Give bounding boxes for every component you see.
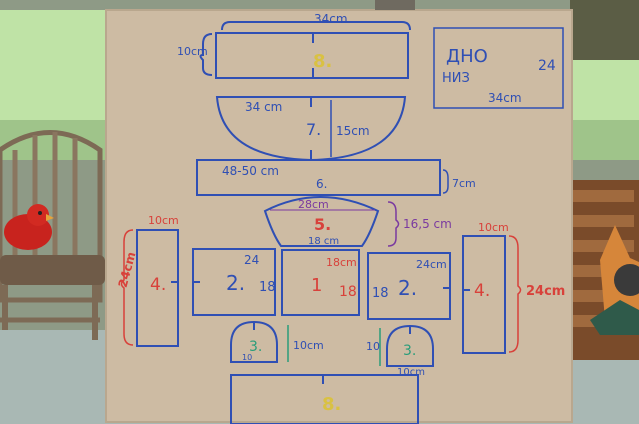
label-top-width: 34cm <box>314 12 348 26</box>
piece-5-bracket <box>387 201 400 247</box>
wooden-crate <box>565 180 639 360</box>
piece-8-bottom <box>230 374 419 424</box>
label-p5-top: 28cm <box>298 198 329 211</box>
label-p4r-height: 24cm <box>526 284 565 299</box>
label-p3l-base: 10 <box>242 353 252 362</box>
clip <box>375 0 415 10</box>
label-p8-bottom-number: 8. <box>322 394 341 415</box>
label-dno-height: 24 <box>538 58 556 74</box>
label-p3l-number: 3. <box>249 339 262 355</box>
cardboard-shade <box>105 9 573 423</box>
piece-6-strip <box>196 159 441 196</box>
label-p2l-height: 24 <box>244 253 259 267</box>
label-p1-side: 18 <box>339 284 357 300</box>
label-p8-top-height: 10cm <box>177 45 208 58</box>
label-p5-height: 16,5 cm <box>403 217 452 231</box>
label-p6-height: 7cm <box>452 177 476 190</box>
piece-4-right-bracket <box>508 235 522 353</box>
label-p2l-number: 2. <box>226 271 245 295</box>
label-p4l-width: 10cm <box>148 214 179 227</box>
label-p3r-base: 10cm <box>397 367 425 378</box>
piece-6-bracket <box>442 169 449 194</box>
label-p7-width: 34 cm <box>245 100 282 114</box>
label-p3l-height: 10cm <box>293 339 324 352</box>
label-dno-sub: НИЗ <box>442 71 470 86</box>
piece-4-left-bracket <box>120 229 134 346</box>
piece-4-right <box>462 235 506 354</box>
piece-8-top <box>199 21 411 79</box>
label-p2l-width: 18 <box>259 280 276 295</box>
dark-gap <box>570 0 639 60</box>
label-p3r-height: 10 <box>366 340 380 353</box>
label-p4l-number: 4. <box>150 275 166 295</box>
label-p2r-side: 18 <box>372 286 389 301</box>
label-p8-top-number: 8. <box>313 51 332 72</box>
label-p1-top: 18cm <box>326 256 357 269</box>
label-p5-number: 5. <box>314 215 331 234</box>
piece-4-left <box>136 229 179 347</box>
label-p6-number: 6. <box>316 177 327 191</box>
piece-bottom-dno <box>433 27 564 109</box>
label-dno-title: ДНО <box>446 46 488 67</box>
label-p4r-width: 10cm <box>478 221 509 234</box>
label-p2r-height: 24cm <box>416 258 447 271</box>
label-p6-width: 48-50 cm <box>222 164 279 178</box>
label-p4r-number: 4. <box>474 281 490 301</box>
piece-1-center <box>281 249 360 316</box>
label-dno-width: 34cm <box>488 91 522 105</box>
label-p1-number: 1 <box>311 275 322 296</box>
label-p7-height: 15cm <box>336 124 370 138</box>
red-bird-figurine <box>4 204 54 250</box>
label-p5-bottom: 18 cm <box>308 236 339 247</box>
label-p2r-number: 2. <box>398 276 417 300</box>
piece-5-shape <box>263 196 380 247</box>
label-p7-number: 7. <box>306 120 321 139</box>
label-p3r-number: 3. <box>403 343 416 359</box>
piece-2-right <box>367 252 451 320</box>
